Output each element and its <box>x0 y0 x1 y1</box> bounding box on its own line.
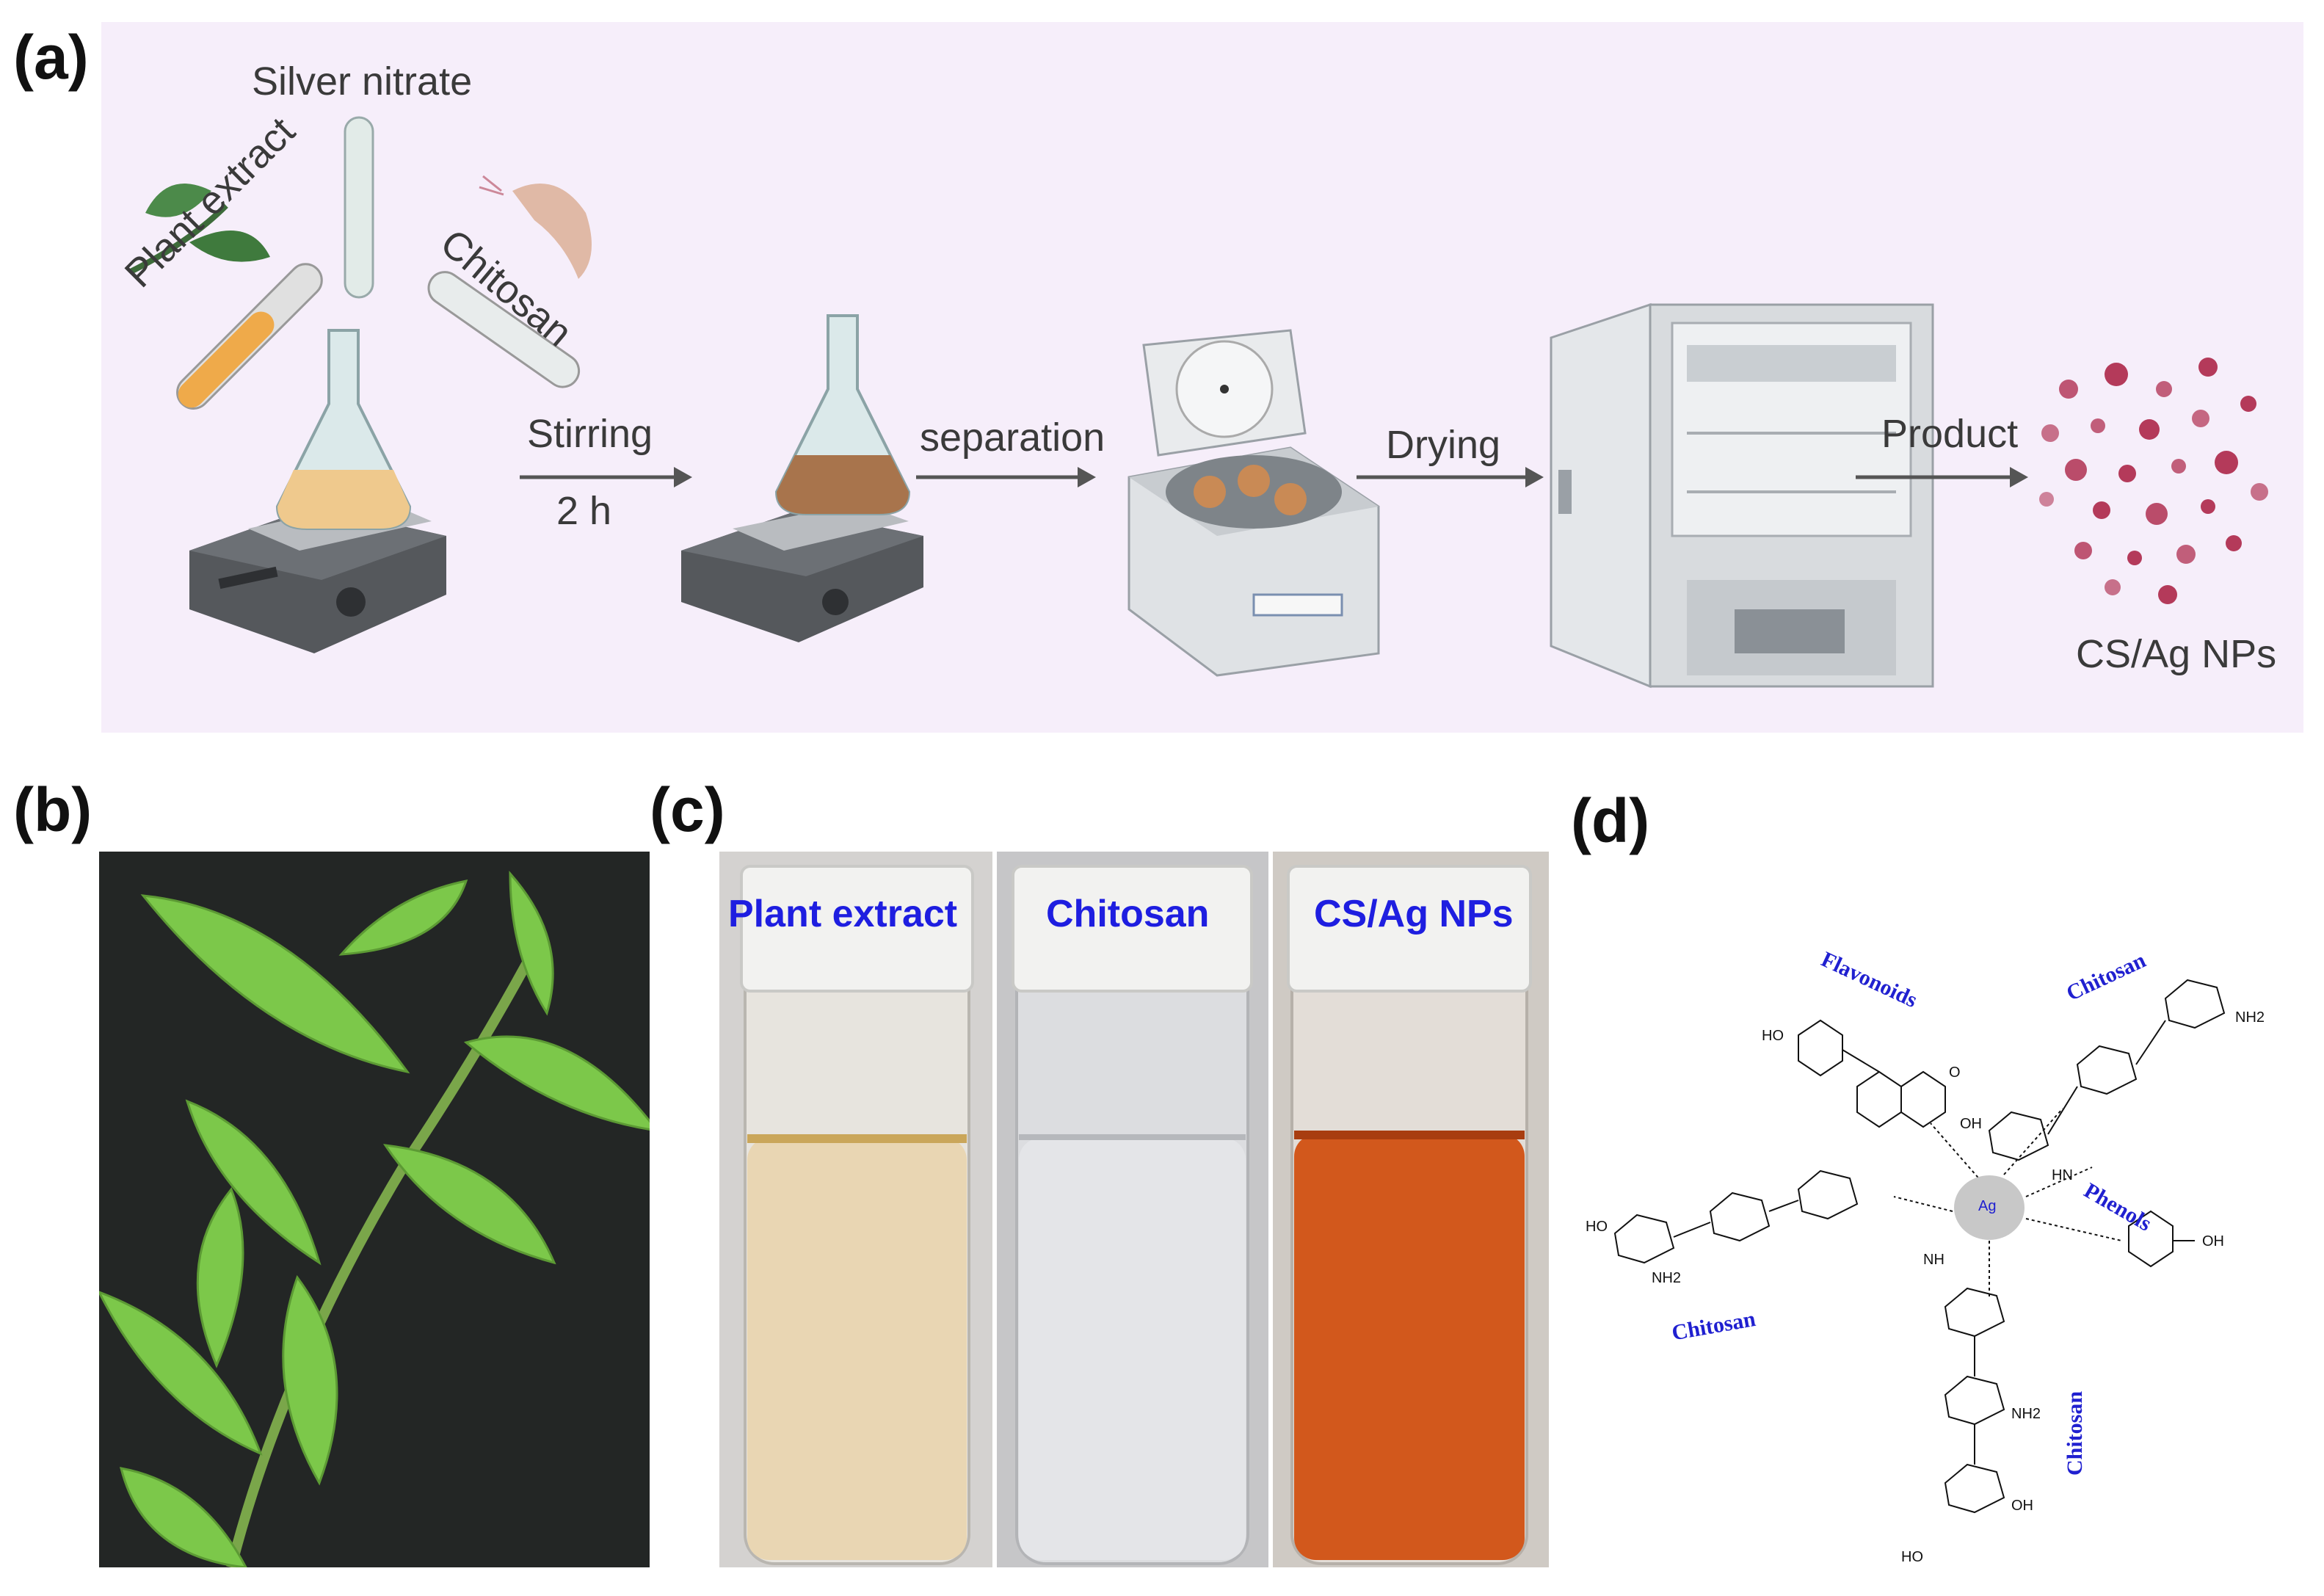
vial-label-cs-ag-nps: CS/Ag NPs <box>1314 893 1514 935</box>
chem-label: HN <box>2052 1167 2073 1183</box>
nanoparticle-cluster-icon <box>2039 358 2268 604</box>
drying-label: Drying <box>1386 423 1501 467</box>
ag-nanoparticle-icon <box>1954 1175 2025 1240</box>
chem-label: NH2 <box>2235 1009 2265 1026</box>
panel-a-schematic: Silver nitrate Plant extract Chitosan St… <box>101 22 2303 733</box>
chem-label: NH2 <box>1652 1270 1682 1286</box>
vials-illustration <box>719 852 1549 1567</box>
vial-label-chitosan: Chitosan <box>1046 893 1210 935</box>
chem-label: NH2 <box>2011 1406 2041 1422</box>
chem-label: O <box>1949 1064 1961 1081</box>
chem-label: HO <box>1901 1549 1923 1565</box>
synthesis-schematic <box>129 116 2268 689</box>
panel-c-letter: (c) <box>650 775 725 844</box>
hotplate-stirrer-2-icon <box>681 503 923 642</box>
plant-photo <box>99 852 650 1567</box>
vial-label-plant-extract: Plant extract <box>728 893 958 935</box>
vial-plant-extract <box>740 865 974 1565</box>
plant-extract-tube-icon <box>176 263 323 410</box>
plant-photo-illustration <box>99 852 650 1567</box>
centrifuge-icon <box>1127 329 1380 677</box>
chem-label: NH <box>1923 1252 1944 1268</box>
molecular-structure-panel: Ag Flavonoids Chitosan Phenols Chitosan … <box>1578 918 2312 1593</box>
vial-cs-ag-nps <box>1287 865 1532 1565</box>
panel-a-letter: (a) <box>13 23 89 92</box>
panel-d-letter: (d) <box>1571 786 1650 855</box>
cs-ag-nps-label: CS/Ag NPs <box>2076 632 2277 676</box>
leaf-icon <box>129 184 270 275</box>
time-label: 2 h <box>556 489 612 533</box>
stirring-label: Stirring <box>527 412 653 456</box>
vial-chitosan <box>1012 865 1253 1565</box>
panel-b-letter: (b) <box>13 775 92 844</box>
chem-label: OH <box>2202 1233 2224 1249</box>
arrow-3 <box>1357 467 1544 487</box>
ag-center-label: Ag <box>1978 1198 1997 1214</box>
drying-oven-icon <box>1550 302 1934 689</box>
arrow-1 <box>520 467 692 487</box>
separation-label: separation <box>920 416 1105 460</box>
silver-nitrate-label: Silver nitrate <box>252 59 473 104</box>
erlenmeyer-flask-2-icon <box>774 314 911 515</box>
vials-photo: Plant extract Chitosan CS/Ag NPs <box>719 852 1549 1567</box>
chem-label: HO <box>1762 1028 1784 1044</box>
chitosan-bottom-label: Chitosan <box>2063 1390 2087 1476</box>
chitosan-tube-icon <box>427 271 581 388</box>
arrow-4 <box>1856 467 2028 487</box>
molecular-structure-drawing <box>1613 979 2226 1514</box>
arrow-2 <box>916 467 1096 487</box>
chem-label: HO <box>1586 1219 1608 1235</box>
silver-nitrate-tube-icon <box>344 116 374 299</box>
product-label: Product <box>1881 412 2019 456</box>
chem-label: OH <box>1960 1116 1982 1132</box>
erlenmeyer-flask-1-icon <box>275 329 412 530</box>
shrimp-icon <box>479 175 592 279</box>
chem-label: OH <box>2011 1498 2033 1514</box>
